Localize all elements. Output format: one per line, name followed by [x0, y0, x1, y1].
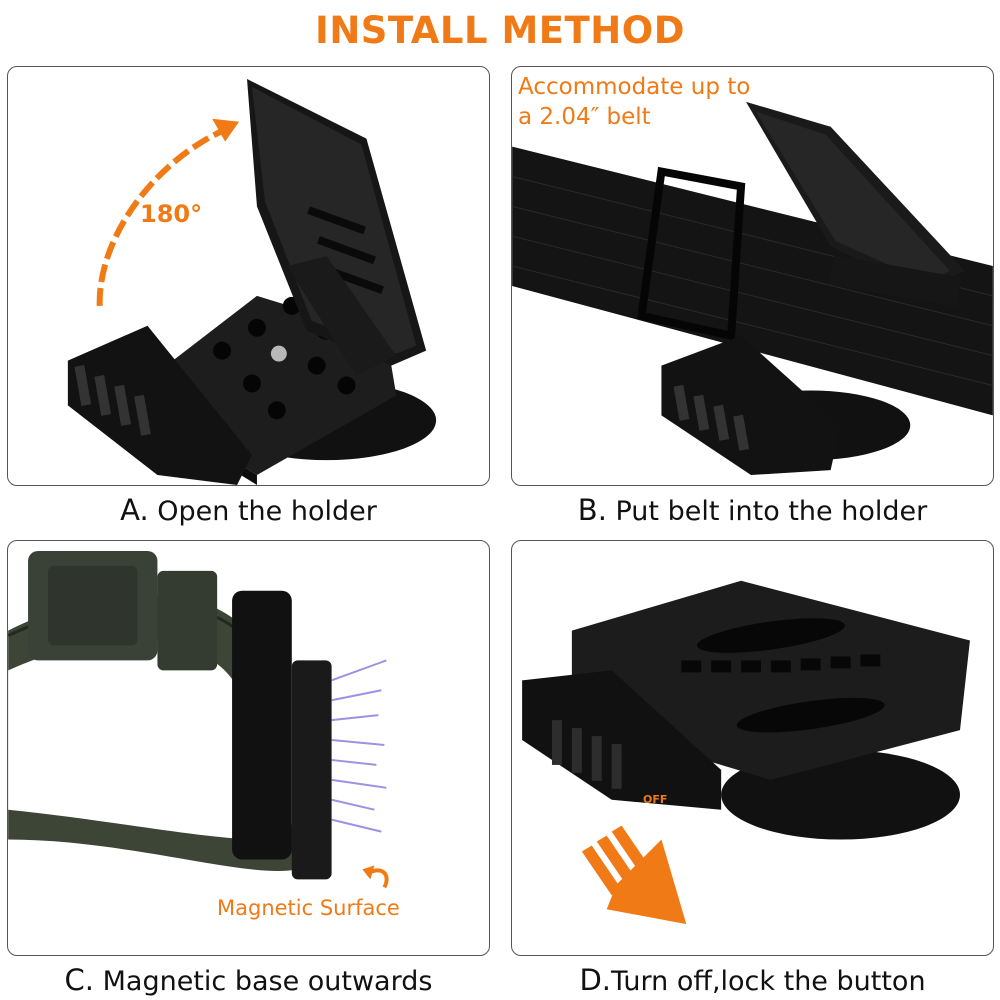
- page-title: INSTALL METHOD: [315, 9, 685, 52]
- caption-d: D.Turn off,lock the button: [511, 960, 994, 1000]
- caption-letter: D.: [579, 963, 611, 997]
- curved-arrow-icon: [96, 123, 234, 306]
- magnetic-surface-label: Magnetic Surface: [217, 896, 400, 920]
- panel-open-holder: [7, 66, 490, 486]
- caption-text: Put belt into the holder: [606, 496, 928, 527]
- belt-width-note: Accommodate up to a 2.04″ belt: [518, 74, 751, 130]
- caption-text: Open the holder: [148, 496, 377, 527]
- caption-a: A. Open the holder: [7, 490, 490, 530]
- caption-letter: B.: [577, 493, 607, 527]
- holder-open-image: [67, 78, 437, 485]
- off-label: OFF: [643, 793, 668, 806]
- magnetic-base-image: [8, 550, 389, 889]
- caption-c: C. Magnetic base outwards: [7, 960, 490, 1000]
- lock-button-image: [522, 580, 970, 925]
- rotation-label: 180°: [140, 200, 203, 228]
- caption-b: B. Put belt into the holder: [511, 490, 994, 530]
- panel-put-belt: [511, 66, 994, 486]
- caption-letter: C.: [64, 963, 95, 997]
- caption-letter: A.: [120, 493, 149, 527]
- panel-magnetic-base: [7, 540, 490, 956]
- belt-holder-image: [512, 101, 993, 476]
- caption-text: Magnetic base outwards: [94, 966, 433, 997]
- panel-lock-button: [511, 540, 994, 956]
- striped-arrow-icon: [581, 825, 687, 925]
- caption-text: Turn off,lock the button: [611, 966, 926, 997]
